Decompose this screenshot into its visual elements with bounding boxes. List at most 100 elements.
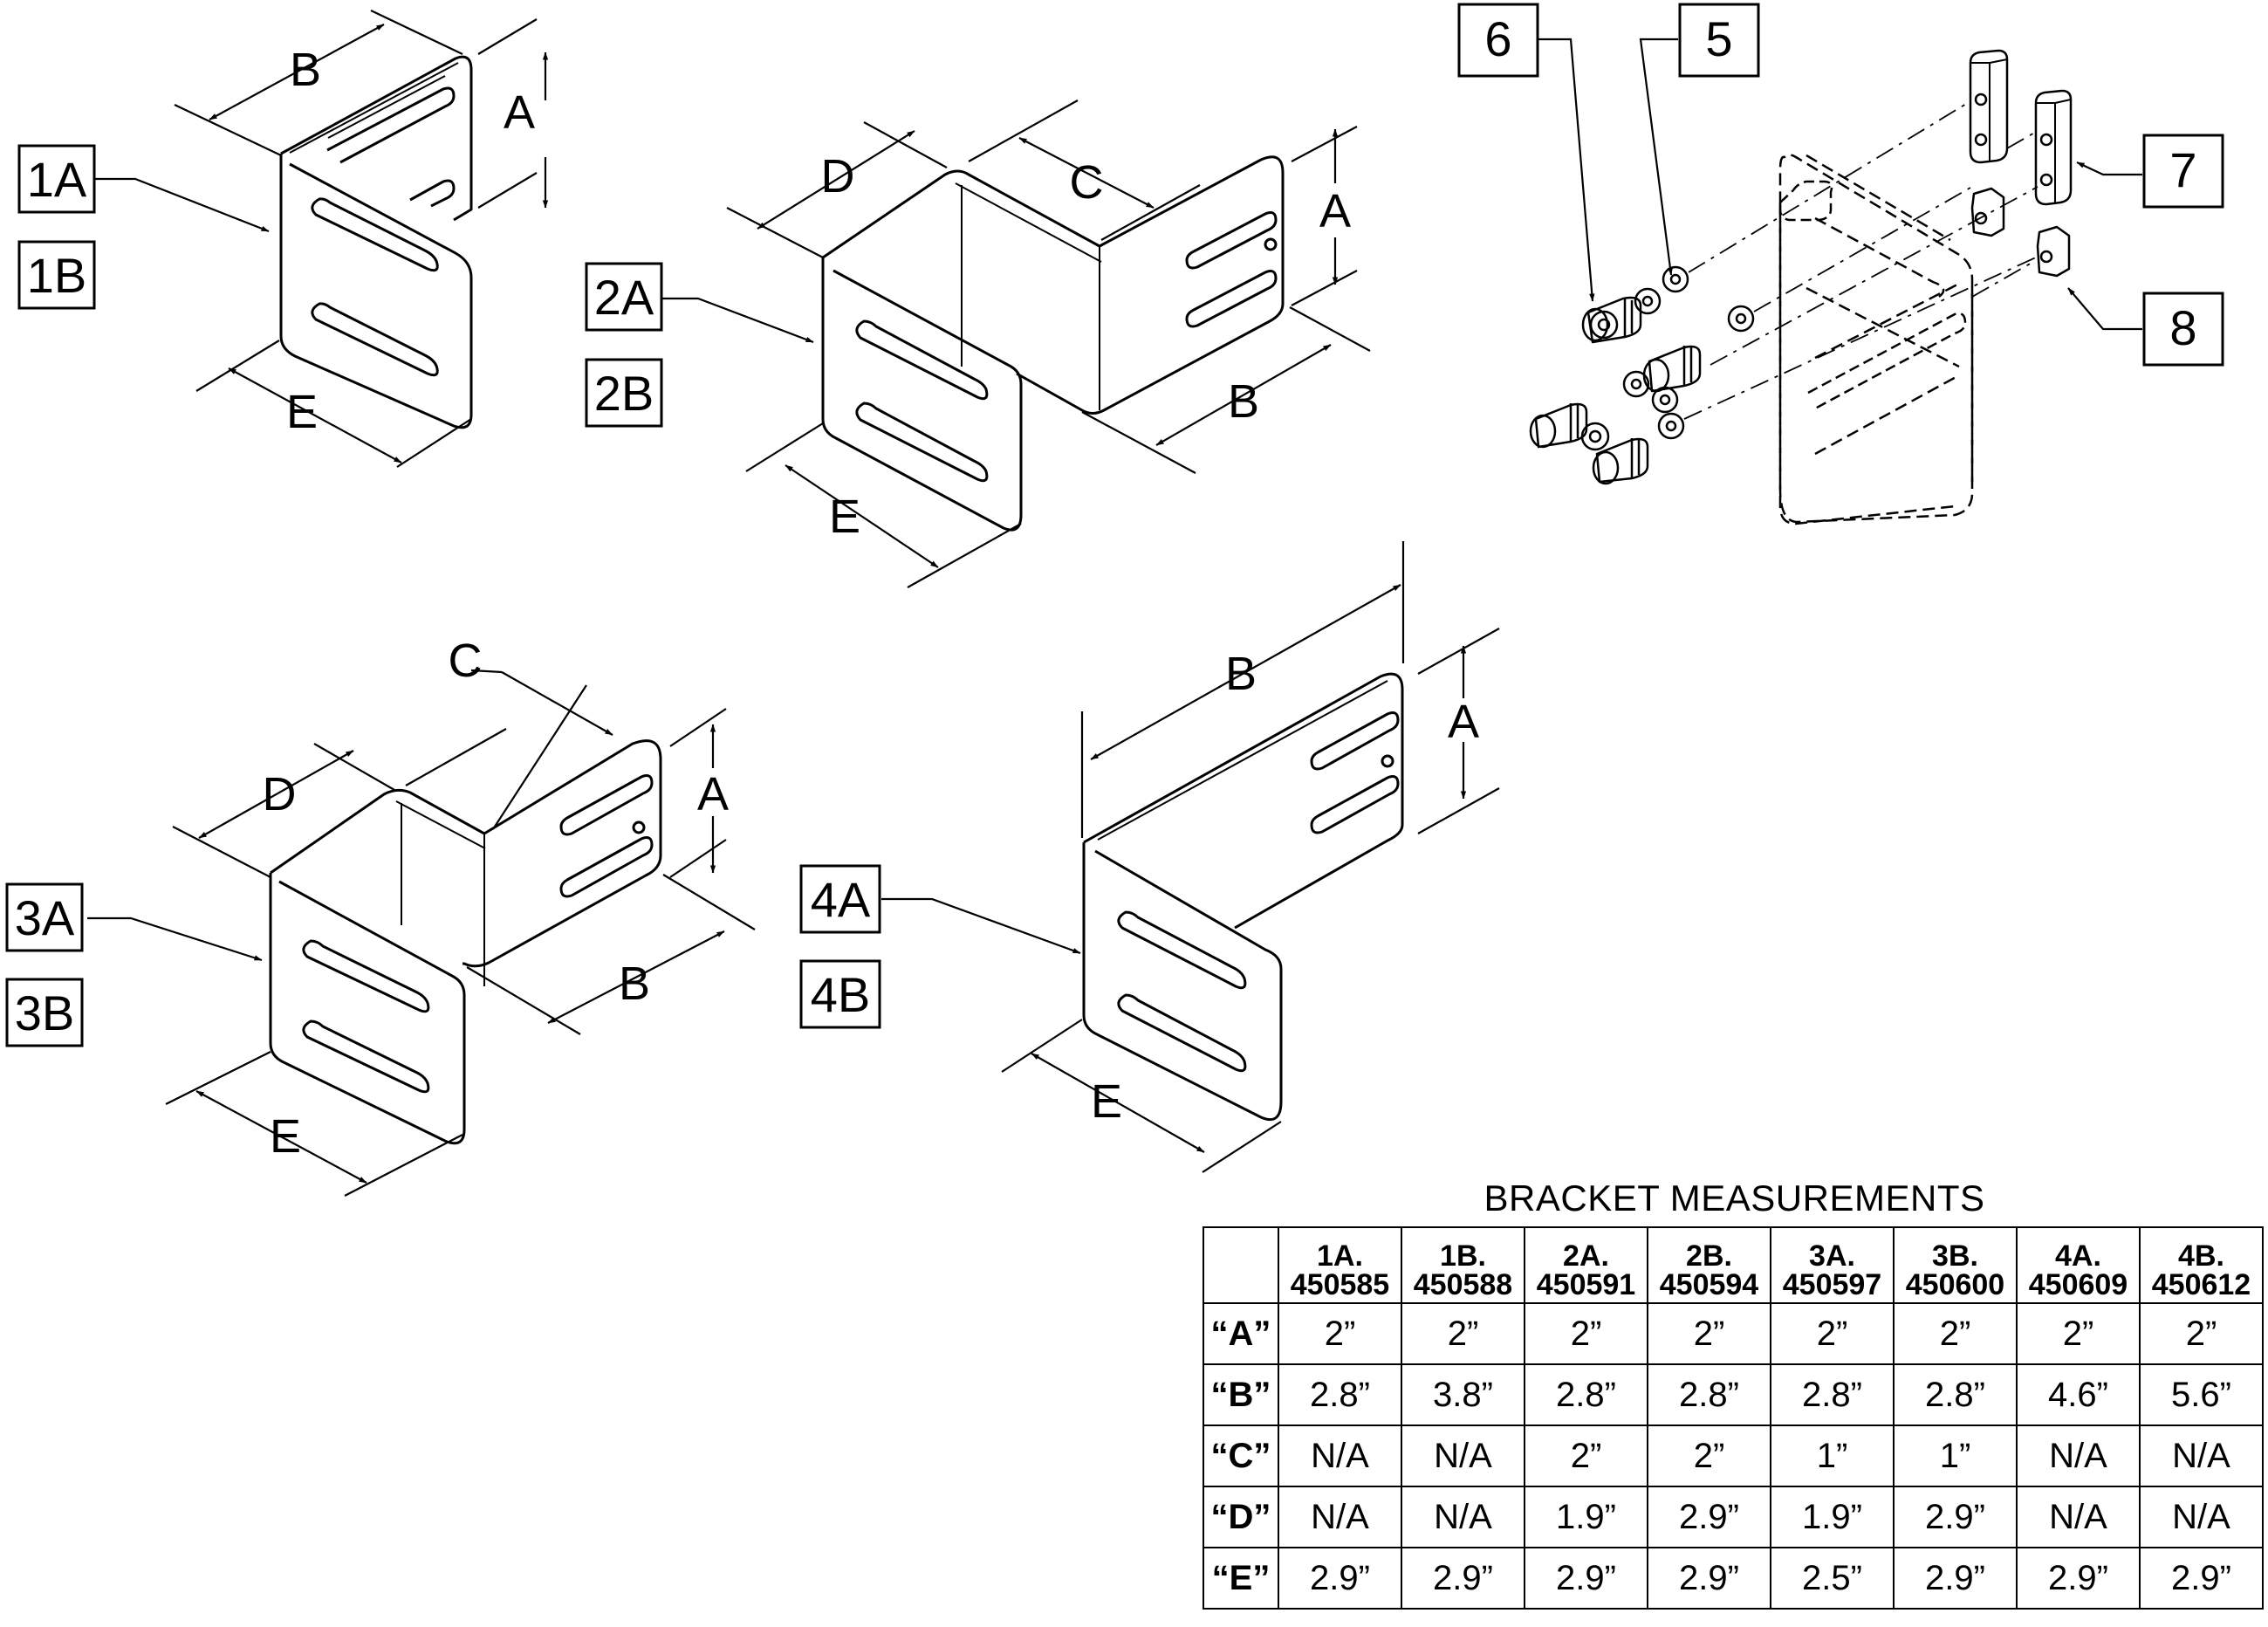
bracket-2-drawing xyxy=(821,155,1285,532)
table-cell: 2” xyxy=(1401,1302,1525,1365)
table-cell: 4.6” xyxy=(2016,1363,2141,1426)
dim-label-e3: E xyxy=(270,1110,301,1163)
assembly-drawing xyxy=(1529,49,2073,525)
dim-label-d3: D xyxy=(263,768,297,820)
dim-label-e1: E xyxy=(286,386,318,438)
table-cell: 3.8” xyxy=(1401,1363,1525,1426)
table-cell: 2” xyxy=(1647,1424,1771,1487)
column-header-3b: 3B.450600 xyxy=(1893,1226,2018,1304)
table-cell: N/A xyxy=(2016,1486,2141,1548)
callout-box-4a: 4A xyxy=(799,864,881,934)
table-cell: 2” xyxy=(2016,1302,2141,1365)
table-cell: 2.9” xyxy=(1401,1547,1525,1610)
assembly-centerlines xyxy=(1683,100,2038,420)
table-cell: 2.5” xyxy=(1770,1547,1895,1610)
table-cell: 2” xyxy=(2139,1302,2264,1365)
table-cell: 2.9” xyxy=(2139,1547,2264,1610)
table-cell: 2.8” xyxy=(1278,1363,1402,1426)
table-cell: 2.9” xyxy=(1524,1547,1648,1610)
bracket-2-dimensions xyxy=(726,100,1371,588)
row-header: “C” xyxy=(1203,1424,1279,1487)
callout-label-1a: 1A xyxy=(27,152,87,207)
table-cell: 2” xyxy=(1647,1302,1771,1365)
table-cell: 5.6” xyxy=(2139,1363,2264,1426)
callout-box-1b: 1B xyxy=(17,240,96,310)
row-header: “B” xyxy=(1203,1363,1279,1426)
table-cell: 2.9” xyxy=(1893,1547,2018,1610)
callout-label-6: 6 xyxy=(1484,11,1511,66)
callout-box-2b: 2B xyxy=(585,358,663,428)
table-cell: N/A xyxy=(1401,1424,1525,1487)
dim-label-c3: C xyxy=(449,635,483,687)
table-cell: N/A xyxy=(1401,1486,1525,1548)
table-cell: 1” xyxy=(1770,1424,1895,1487)
table-header-row: 1A.450585 1B.450588 2A.450591 2B.450594 … xyxy=(1203,1226,2264,1304)
callout-box-7: 7 xyxy=(2142,134,2224,209)
table-cell: 2” xyxy=(1524,1424,1648,1487)
dim-label-c2: C xyxy=(1070,156,1104,209)
column-header-4a: 4A.450609 xyxy=(2016,1226,2141,1304)
table-cell: 1.9” xyxy=(1770,1486,1895,1548)
dim-label-a1: A xyxy=(504,86,535,139)
callout-box-5: 5 xyxy=(1678,3,1760,78)
dim-label-a3: A xyxy=(697,768,729,820)
column-header-2a: 2A.450591 xyxy=(1524,1226,1648,1304)
callout-label-2b: 2B xyxy=(594,366,654,421)
bracket-3-drawing xyxy=(269,739,662,1145)
table-row: “B”2.8”3.8”2.8”2.8”2.8”2.8”4.6”5.6” xyxy=(1203,1363,2264,1426)
bracket-4-dimensions xyxy=(1001,541,1500,1173)
column-header-1a: 1A.450585 xyxy=(1278,1226,1402,1304)
dim-label-b1: B xyxy=(290,44,321,96)
callout-label-7: 7 xyxy=(2169,142,2196,197)
table-cell: 1.9” xyxy=(1524,1486,1648,1548)
callout-label-4b: 4B xyxy=(811,967,871,1022)
table-cell: 2” xyxy=(1893,1302,2018,1365)
column-header-3a: 3A.450597 xyxy=(1770,1226,1895,1304)
table-cell: N/A xyxy=(2016,1424,2141,1487)
table-cell: 2” xyxy=(1524,1302,1648,1365)
table-row: “E”2.9”2.9”2.9”2.9”2.5”2.9”2.9”2.9” xyxy=(1203,1547,2264,1610)
dim-label-a4: A xyxy=(1448,696,1479,748)
bracket-4-drawing xyxy=(1082,672,1404,1122)
table-cell: 2.8” xyxy=(1893,1363,2018,1426)
table-cell: N/A xyxy=(1278,1424,1402,1487)
table-cell: 2.9” xyxy=(2016,1547,2141,1610)
bracket-measurements-table: 1A.450585 1B.450588 2A.450591 2B.450594 … xyxy=(1203,1226,2264,1610)
column-header-4b: 4B.450612 xyxy=(2139,1226,2264,1304)
dim-label-a2: A xyxy=(1319,185,1351,237)
table-cell: 2.9” xyxy=(1893,1486,2018,1548)
callout-label-1b: 1B xyxy=(27,248,87,303)
dim-label-e2: E xyxy=(829,491,860,543)
callout-box-2a: 2A xyxy=(585,262,663,332)
callout-label-3b: 3B xyxy=(15,985,75,1040)
table-cell: 2.8” xyxy=(1647,1363,1771,1426)
callout-box-3b: 3B xyxy=(5,978,84,1047)
table-cell: N/A xyxy=(2139,1424,2264,1487)
row-header: “A” xyxy=(1203,1302,1279,1365)
dim-label-b3: B xyxy=(619,958,650,1010)
callout-box-4b: 4B xyxy=(799,959,881,1029)
callout-label-8: 8 xyxy=(2169,300,2196,355)
table-cell: 2” xyxy=(1770,1302,1895,1365)
callout-label-5: 5 xyxy=(1705,11,1732,66)
table-title: BRACKET MEASUREMENTS xyxy=(1483,1177,1985,1219)
column-header-1b: 1B.450588 xyxy=(1401,1226,1525,1304)
table-row: “A”2”2”2”2”2”2”2”2” xyxy=(1203,1302,2264,1365)
table-cell: 2.9” xyxy=(1647,1547,1771,1610)
dim-label-d2: D xyxy=(821,150,855,203)
table-cell: N/A xyxy=(1278,1486,1402,1548)
column-header-2b: 2B.450594 xyxy=(1647,1226,1771,1304)
callout-box-8: 8 xyxy=(2142,292,2224,367)
dim-label-e4: E xyxy=(1091,1075,1122,1128)
callout-box-1a: 1A xyxy=(17,144,96,214)
table-cell: 2.9” xyxy=(1278,1547,1402,1610)
callout-label-3a: 3A xyxy=(15,890,75,945)
callout-box-3a: 3A xyxy=(5,882,84,952)
bracket-1-drawing xyxy=(279,55,473,429)
row-header: “E” xyxy=(1203,1547,1279,1610)
table-cell: 2” xyxy=(1278,1302,1402,1365)
callout-label-4a: 4A xyxy=(811,872,871,927)
callout-leaders xyxy=(87,38,2142,962)
